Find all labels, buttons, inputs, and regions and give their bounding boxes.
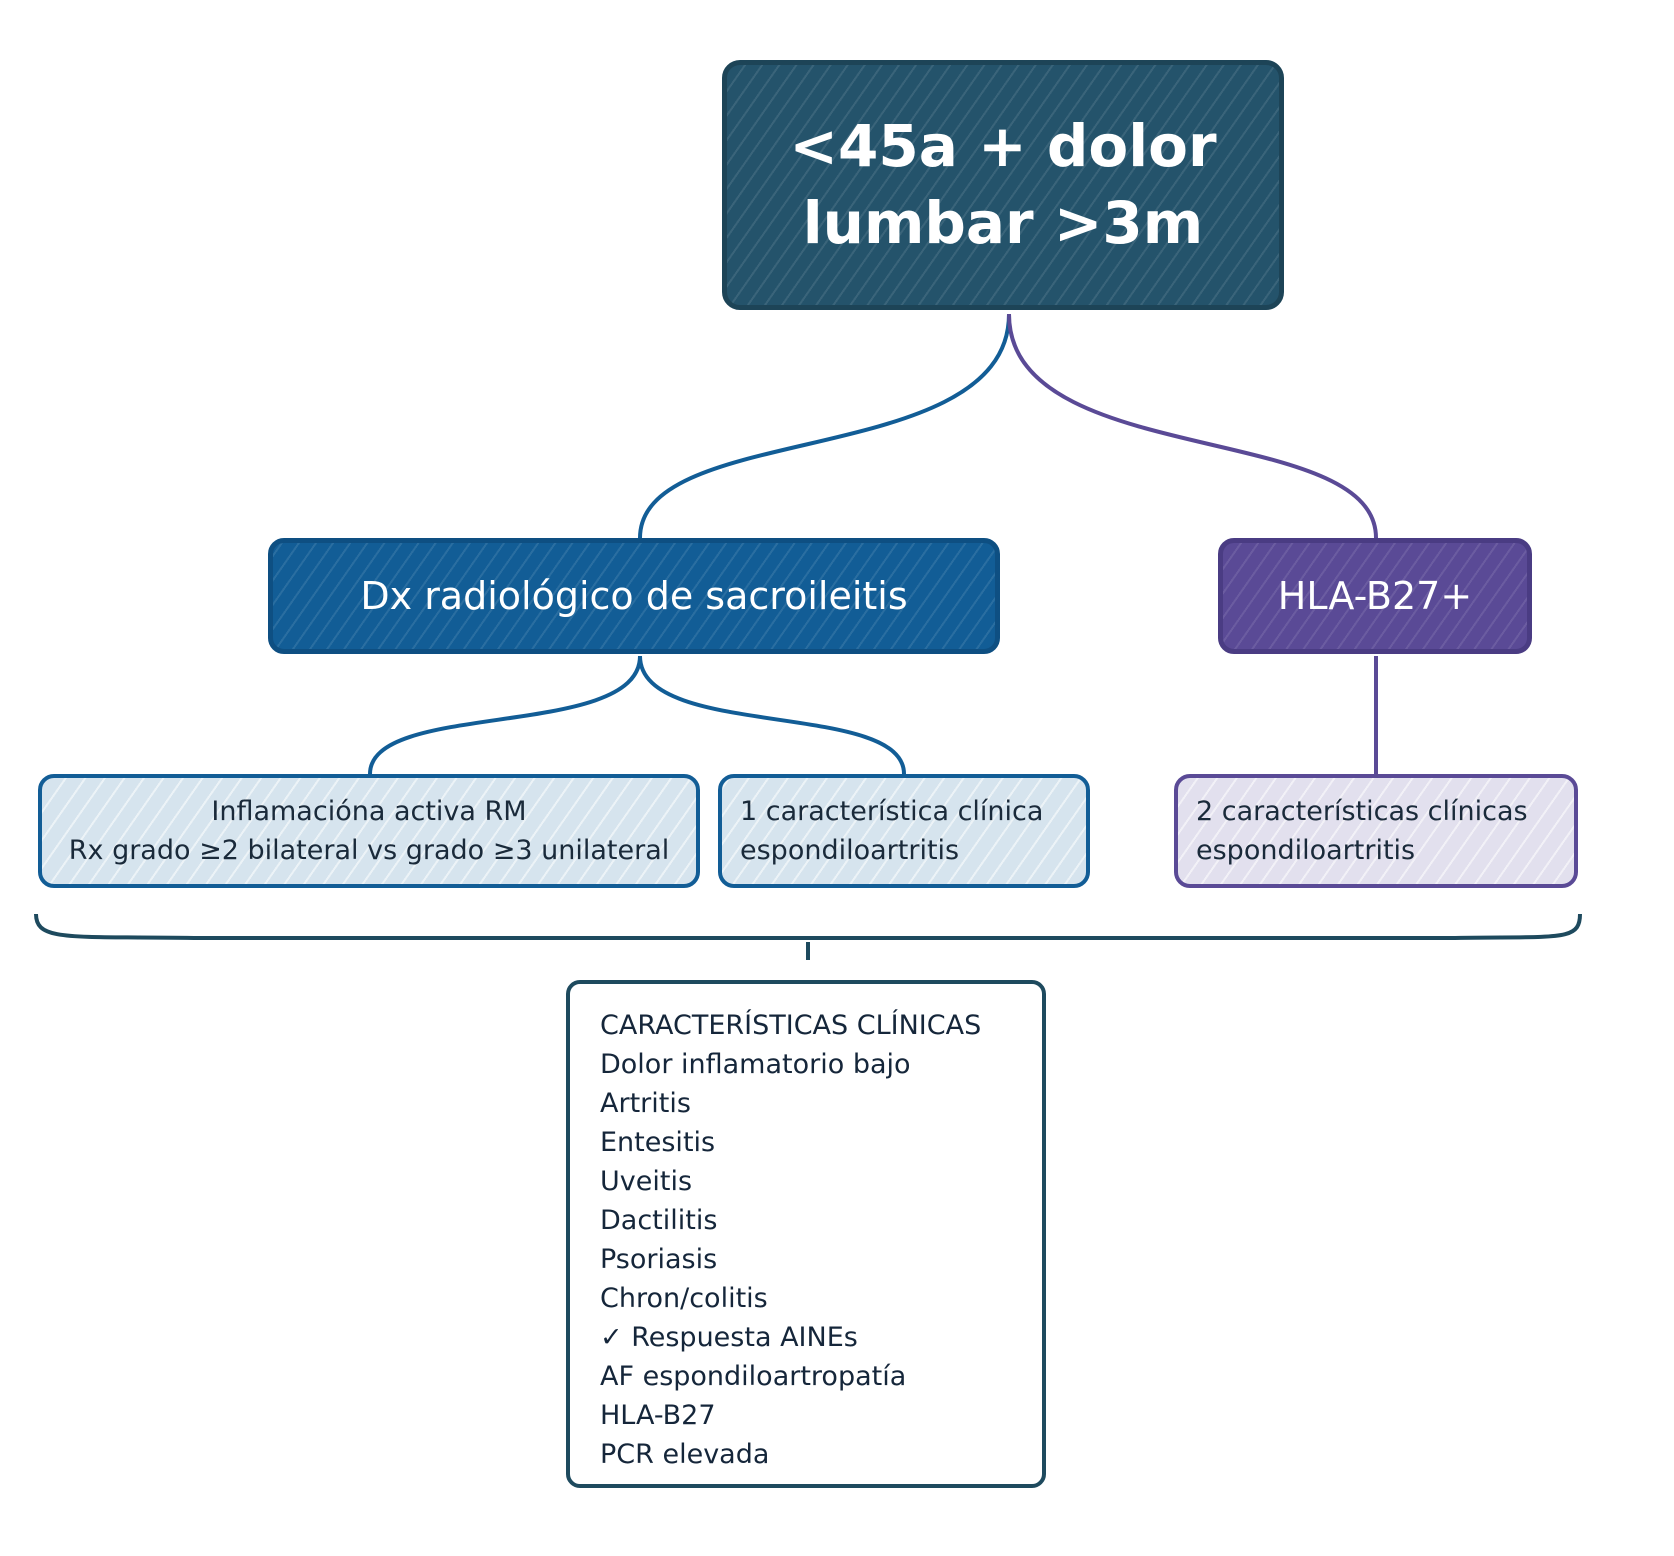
feature-item: AF espondiloartropatía xyxy=(600,1361,907,1392)
hla-node: HLA-B27+ xyxy=(1218,538,1532,654)
root-node-text: <45a + dolor lumbar >3m xyxy=(789,108,1216,261)
feature-item: Dactilitis xyxy=(600,1205,718,1236)
leaf-imaging-line-1: Inflamacióna activa RM xyxy=(211,795,527,827)
leaf-imaging-text: Inflamacióna activa RM Rx grado ≥2 bilat… xyxy=(69,792,670,870)
feature-item: PCR elevada xyxy=(600,1439,770,1470)
leaf-two-line-2: espondiloartritis xyxy=(1196,835,1416,866)
root-node: <45a + dolor lumbar >3m xyxy=(722,60,1284,310)
leaf-one-text: 1 característica clínica espondiloartrit… xyxy=(740,792,1043,870)
connector-root-to-dx xyxy=(638,313,1011,539)
leaf-one-feature: 1 característica clínica espondiloartrit… xyxy=(718,774,1090,888)
leaf-two-text: 2 características clínicas espondiloartr… xyxy=(1196,792,1528,870)
feature-item: Dolor inflamatorio bajo xyxy=(600,1049,911,1080)
leaf-one-line-2: espondiloartritis xyxy=(740,835,960,866)
root-line-2: lumbar >3m xyxy=(802,189,1204,257)
connector-root-to-hla xyxy=(1007,313,1378,539)
leaf-two-line-1: 2 características clínicas xyxy=(1196,795,1528,827)
feature-item: Uveitis xyxy=(600,1166,693,1197)
root-line-1: <45a + dolor xyxy=(789,112,1217,181)
features-box: CARACTERÍSTICAS CLÍNICAS Dolor inflamato… xyxy=(566,980,1046,1488)
feature-item: Entesitis xyxy=(600,1127,716,1158)
feature-item: Psoriasis xyxy=(600,1244,718,1275)
leaf-imaging: Inflamacióna activa RM Rx grado ≥2 bilat… xyxy=(38,774,700,888)
connector-dx-to-imaging xyxy=(368,655,642,775)
leaf-imaging-line-2: Rx grado ≥2 bilateral vs grado ≥3 unilat… xyxy=(68,835,670,866)
features-list: Dolor inflamatorio bajo Artritis Entesit… xyxy=(600,1045,1042,1474)
bracket xyxy=(34,913,1582,940)
hla-node-label: HLA-B27+ xyxy=(1277,574,1473,618)
feature-item: HLA-B27 xyxy=(600,1400,716,1431)
leaf-two-features: 2 características clínicas espondiloartr… xyxy=(1174,774,1578,888)
feature-item: Artritis xyxy=(600,1088,691,1119)
dx-node: Dx radiológico de sacroileitis xyxy=(268,538,1000,654)
features-title: CARACTERÍSTICAS CLÍNICAS xyxy=(600,1010,982,1041)
feature-item: Chron/colitis xyxy=(600,1283,768,1314)
feature-item: ✓ Respuesta AINEs xyxy=(600,1322,858,1353)
dx-node-label: Dx radiológico de sacroileitis xyxy=(360,574,908,618)
leaf-one-line-1: 1 característica clínica xyxy=(740,795,1044,827)
connector-dx-to-one xyxy=(638,655,906,775)
